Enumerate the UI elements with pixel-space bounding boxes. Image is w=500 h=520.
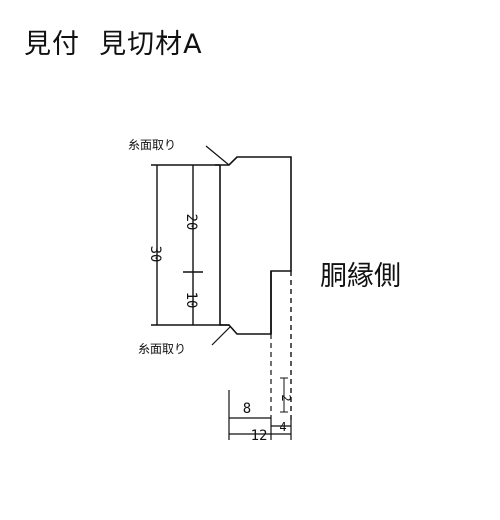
dim-10-text: 10 (183, 292, 199, 309)
chamfer-top-leader (205, 145, 230, 166)
chamfer-bottom-leader (211, 326, 231, 346)
dim-30-text: 30 (147, 246, 163, 263)
dim-4-text: 4 (279, 420, 286, 434)
dim-2-text: 2 (279, 394, 293, 401)
page-title: 見付 見切材A (24, 29, 203, 60)
profile-outline (215, 156, 292, 335)
dim-20-text: 20 (183, 214, 199, 231)
dim-12-text: 12 (251, 428, 268, 444)
furring-side-label: 胴縁側 (320, 261, 401, 292)
chamfer-top-note: 糸面取り (128, 138, 176, 152)
dim-8-text: 8 (243, 401, 251, 417)
chamfer-bottom-note: 糸面取り (138, 342, 186, 356)
